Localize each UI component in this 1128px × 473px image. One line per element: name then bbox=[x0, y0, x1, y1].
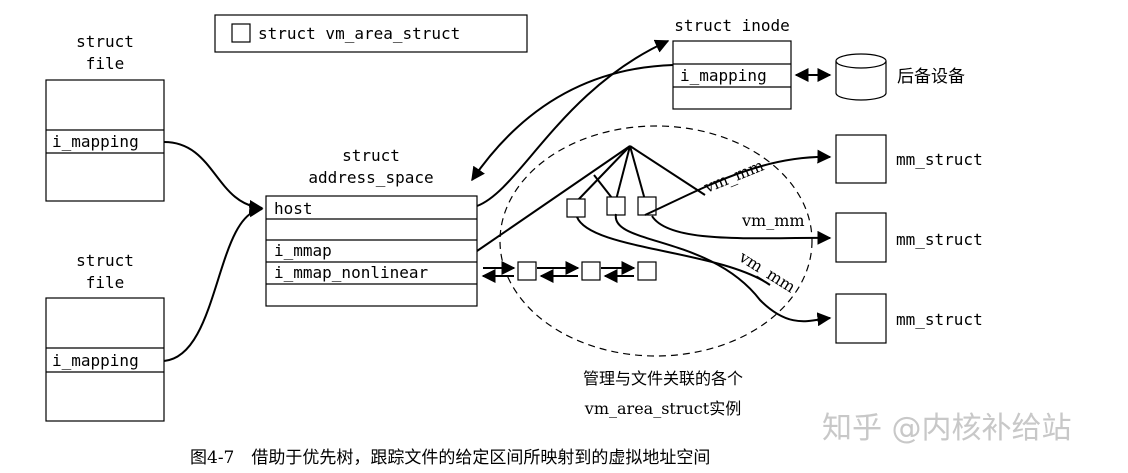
address-space-struct: struct address_space host i_mmap i_mmap_… bbox=[265, 146, 478, 307]
legend-label: struct vm_area_struct bbox=[258, 24, 460, 43]
inode-title: struct inode bbox=[674, 16, 790, 35]
priority-tree bbox=[476, 145, 706, 252]
file-struct-bottom: struct file i_mapping bbox=[45, 251, 165, 422]
file-top-to-address-space-arrow bbox=[163, 141, 264, 214]
figure-caption: 图4-7 借助于优先树，跟踪文件的给定区间所映射到的虚拟地址空间 bbox=[190, 448, 710, 468]
mm-struct-2-label: mm_struct bbox=[896, 230, 983, 249]
nonlinear-list bbox=[481, 261, 657, 283]
vma-node bbox=[637, 196, 657, 216]
file-struct-bottom-title2: file bbox=[86, 273, 125, 292]
vm-mm-label-2: vm_mm bbox=[741, 211, 805, 230]
file-struct-top: struct file i_mapping bbox=[45, 32, 165, 202]
file-struct-top-title1: struct bbox=[76, 32, 134, 51]
file-bottom-to-address-space-arrow bbox=[163, 203, 264, 362]
mm-struct-3-label: mm_struct bbox=[896, 310, 983, 329]
address-space-title2: address_space bbox=[308, 168, 433, 187]
host-to-inode-arrow bbox=[476, 39, 670, 207]
backing-device-label: 后备设备 bbox=[897, 67, 965, 87]
vm-mm-arrow-2 bbox=[651, 215, 832, 245]
mm-struct-2: mm_struct bbox=[835, 212, 983, 263]
vma-node bbox=[637, 261, 657, 281]
address-space-host-field: host bbox=[274, 199, 313, 218]
mm-struct-1-label: mm_struct bbox=[896, 150, 983, 169]
watermark: 知乎 @内核补给站 bbox=[822, 411, 1072, 446]
inode-struct: struct inode i_mapping bbox=[672, 16, 792, 110]
vm-mm-label-1: vm_mm bbox=[700, 156, 766, 197]
mm-struct-1: mm_struct bbox=[835, 134, 983, 184]
address-space-title1: struct bbox=[342, 146, 400, 165]
vm-mm-arrow-1 bbox=[644, 149, 832, 216]
inode-i-mapping-field: i_mapping bbox=[680, 66, 767, 85]
ellipse-caption-line1: 管理与文件关联的各个 bbox=[583, 369, 743, 388]
address-space-i-mmap-nonlinear-field: i_mmap_nonlinear bbox=[274, 263, 428, 282]
vm-mm-arrow-3 bbox=[614, 213, 832, 327]
vma-node bbox=[517, 261, 537, 281]
disk-icon bbox=[835, 61, 887, 101]
address-space-i-mmap-field: i_mmap bbox=[274, 241, 332, 260]
file-struct-bottom-title1: struct bbox=[76, 251, 134, 270]
file-struct-bottom-i-mapping: i_mapping bbox=[52, 351, 139, 370]
inode-to-address-space-arrow bbox=[471, 64, 674, 182]
vma-node bbox=[606, 196, 626, 216]
vma-node bbox=[581, 261, 601, 281]
file-struct-top-title2: file bbox=[86, 54, 125, 73]
legend-vma-swatch bbox=[231, 23, 251, 43]
mm-struct-3: mm_struct bbox=[835, 293, 983, 344]
priority-tree-region bbox=[499, 125, 813, 357]
vm-mm-link bbox=[576, 216, 771, 286]
backing-device: 后备设备 bbox=[835, 53, 965, 101]
legend: struct vm_area_struct bbox=[214, 14, 528, 53]
vma-node bbox=[566, 198, 586, 218]
ellipse-caption-line2: vm_area_struct实例 bbox=[584, 399, 741, 418]
file-struct-top-i-mapping: i_mapping bbox=[52, 132, 139, 151]
